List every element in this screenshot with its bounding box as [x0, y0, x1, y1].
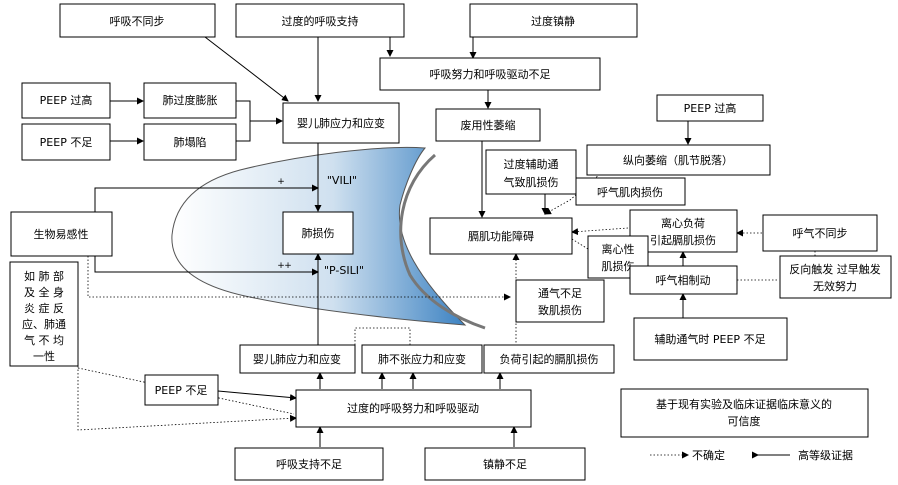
arrow	[571, 227, 629, 236]
box-insufficient-vent: 通气不足 致肌损伤	[515, 279, 605, 323]
box-excessive-effort: 过度的呼吸努力和呼吸驱动	[295, 389, 532, 428]
atelectasis-stress-text: 肺不张应力和应变	[378, 352, 466, 366]
connector	[236, 100, 251, 142]
disuse-atrophy-text: 废用性萎缩	[461, 118, 516, 132]
reverse-trigger-line2: 无效努力	[813, 279, 857, 293]
psili-label: "P-SILI"	[324, 264, 364, 277]
box-disuse-atrophy: 废用性萎缩	[435, 108, 541, 142]
longitudinal-atrophy-text: 纵向萎缩（肌节脱落）	[623, 153, 733, 167]
plus-sign-lower: +	[284, 261, 292, 271]
overassist-line1: 过度辅助通	[504, 157, 559, 171]
support-insufficient-text: 呼吸支持不足	[276, 457, 342, 471]
inflammation-line1: 如 肺 部	[24, 269, 64, 283]
peep-high-right-text: PEEP 过高	[684, 101, 737, 115]
arrow	[77, 366, 297, 431]
box-longitudinal-atrophy: 纵向萎缩（肌节脱落）	[586, 144, 771, 176]
legend-strong-text: 高等级证据	[798, 448, 853, 462]
eccentric-injury-line2: 肌损伤	[602, 259, 635, 273]
load-injury-text: 负荷引起的膈肌损伤	[500, 352, 599, 366]
box-peep-high-left: PEEP 过高	[21, 82, 111, 119]
box-braking: 呼气相制动	[629, 265, 738, 295]
insufficient-vent-line1: 通气不足	[538, 286, 582, 300]
box-asynchrony-right: 呼气不同步	[762, 214, 878, 252]
box-reverse-trigger: 反向触发 过早触发 无效努力	[779, 255, 892, 299]
diaphragm-dysfunction-text: 膈肌功能障碍	[468, 229, 534, 243]
box-peep-low-left: PEEP 不足	[21, 123, 111, 161]
box-overassist-injury: 过度辅助通 气致肌损伤	[485, 149, 577, 195]
insufficient-peep-text: 辅助通气时 PEEP 不足	[654, 332, 765, 346]
box-insufficient-peep: 辅助通气时 PEEP 不足	[633, 317, 788, 361]
asynchrony-top-text: 呼吸不同步	[110, 15, 165, 28]
legend-title-line2: 可信度	[728, 414, 761, 428]
oversedation-text: 过度镇静	[531, 14, 575, 28]
excessive-support-text: 过度的呼吸支持	[282, 14, 359, 28]
box-inflammation: 如 肺 部 及 全 身 炎 症 反 应、肺通 气 不 均 一性	[9, 261, 79, 367]
connector	[354, 327, 411, 345]
plus-sign-bottom: +	[277, 261, 285, 271]
arrow	[94, 184, 319, 212]
box-infant-stress-bottom: 婴儿肺应力和应变	[239, 344, 356, 374]
box-eccentric-load: 离心负荷 引起膈肌损伤	[629, 209, 738, 253]
eccentric-injury-line1: 离心性	[602, 242, 635, 256]
box-expiratory-injury: 呼气肌肉损伤	[575, 177, 686, 206]
legend-uncertain-text: 不确定	[692, 448, 725, 462]
plus-sign-top: +	[277, 177, 285, 187]
legend-title-line1: 基于现有实验及临床证据临床意义的	[656, 397, 832, 411]
collapse-text: 肺塌陷	[174, 135, 207, 149]
expiratory-injury-text: 呼气肌肉损伤	[597, 185, 663, 199]
asynchrony-right-text: 呼气不同步	[793, 226, 848, 240]
box-excessive-support: 过度的呼吸支持	[235, 3, 405, 38]
peep-low-bottom-text: PEEP 不足	[155, 384, 208, 397]
box-oversedation: 过度镇静	[469, 3, 638, 38]
box-peep-low-bottom: PEEP 不足	[144, 374, 219, 406]
box-asynchrony-top: 呼吸不同步	[59, 3, 216, 38]
reverse-trigger-line1: 反向触发 过早触发	[789, 262, 881, 276]
box-load-injury: 负荷引起的膈肌损伤	[483, 344, 615, 374]
arrow	[571, 238, 589, 250]
diaphragm-curve	[399, 153, 486, 330]
box-overdistension: 肺过度膨胀	[143, 82, 237, 119]
box-low-effort: 呼吸努力和呼吸驱动不足	[379, 57, 601, 91]
infant-stress-top-text: 婴儿肺应力和应变	[297, 116, 385, 130]
box-collapse: 肺塌陷	[143, 123, 237, 161]
box-infant-stress-top: 婴儿肺应力和应变	[282, 102, 400, 144]
box-lung-injury: 肺损伤	[282, 211, 354, 255]
box-sedation-insufficient: 镇静不足	[424, 447, 586, 481]
box-peep-high-right: PEEP 过高	[656, 94, 764, 122]
arrow	[87, 256, 511, 301]
box-susceptibility: 生物易感性	[10, 211, 113, 257]
overassist-line2: 气致肌损伤	[504, 175, 559, 189]
inflammation-line5: 气 不 均	[24, 333, 64, 347]
peep-high-left-text: PEEP 过高	[40, 93, 93, 107]
legend: 基于现有实验及临床证据临床意义的 可信度 不确定 高等级证据	[620, 388, 869, 462]
susceptibility-text: 生物易感性	[34, 227, 89, 241]
excessive-effort-text: 过度的呼吸努力和呼吸驱动	[347, 401, 479, 415]
box-support-insufficient: 呼吸支持不足	[234, 447, 384, 481]
peep-low-left-text: PEEP 不足	[40, 136, 93, 149]
inflammation-line3: 炎 症 反	[24, 301, 64, 315]
inflammation-line6: 一性	[33, 349, 55, 363]
arrow	[544, 173, 601, 215]
insufficient-vent-line2: 致肌损伤	[538, 303, 582, 317]
eccentric-load-line1: 离心负荷	[661, 216, 705, 230]
arrow	[204, 36, 289, 102]
infant-stress-bottom-text: 婴儿肺应力和应变	[253, 352, 341, 366]
inflammation-line2: 及 全 身	[24, 285, 64, 299]
eccentric-load-line2: 引起膈肌损伤	[650, 233, 716, 247]
box-atelectasis-stress: 肺不张应力和应变	[361, 344, 483, 374]
vili-label: "VILI"	[327, 174, 357, 187]
low-effort-text: 呼吸努力和呼吸驱动不足	[430, 67, 551, 81]
lung-injury-text: 肺损伤	[302, 226, 335, 240]
inflammation-line4: 应、肺通	[22, 317, 66, 331]
braking-text: 呼气相制动	[656, 273, 711, 287]
sedation-insufficient-text: 镇静不足	[483, 457, 527, 471]
arrow	[217, 390, 297, 401]
arrow	[94, 256, 319, 276]
overdistension-text: 肺过度膨胀	[163, 93, 218, 107]
box-diaphragm-dysfunction: 膈肌功能障碍	[429, 217, 573, 255]
